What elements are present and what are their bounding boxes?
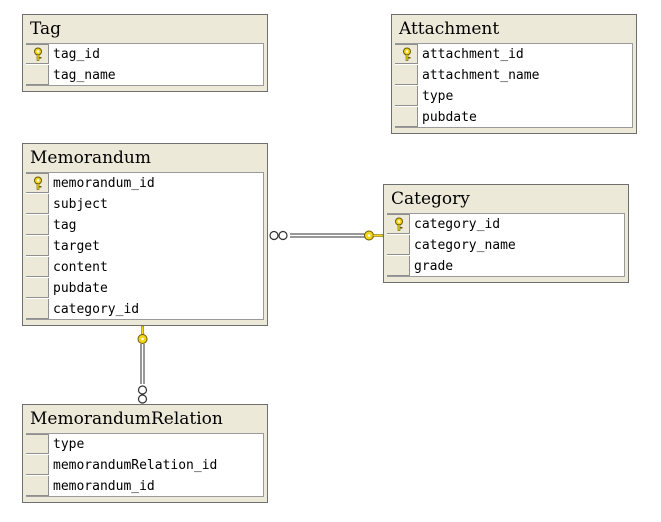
row-selector[interactable] — [395, 86, 418, 106]
primary-key-icon — [34, 176, 42, 190]
column-list: memorandum_id subject tag target content… — [26, 172, 264, 320]
column-list: attachment_id attachment_name type pubda… — [395, 43, 633, 128]
column-row[interactable]: tag_id — [26, 44, 263, 65]
one-end-key-icon — [364, 230, 384, 241]
column-row[interactable]: memorandum_id — [26, 173, 263, 194]
table-attachment[interactable]: Attachment attachment_id attachment_name… — [391, 14, 637, 134]
column-name: attachment_name — [422, 68, 540, 83]
column-row[interactable]: subject — [26, 194, 263, 215]
column-name: grade — [414, 259, 454, 274]
column-row[interactable]: memorandum_id — [26, 476, 263, 497]
column-row[interactable]: category_id — [387, 214, 624, 235]
column-name: type — [422, 89, 454, 104]
many-end-infinity-icon — [137, 385, 148, 404]
table-title: Memorandum — [30, 148, 151, 168]
table-category[interactable]: Category category_id category_name grade — [383, 184, 629, 283]
table-title: MemorandumRelation — [30, 409, 223, 429]
row-selector[interactable] — [26, 476, 49, 496]
column-row[interactable]: grade — [387, 256, 624, 277]
column-list: type memorandumRelation_id memorandum_id — [26, 433, 264, 497]
row-selector[interactable] — [26, 194, 49, 214]
row-selector[interactable] — [395, 107, 418, 127]
row-selector[interactable] — [26, 236, 49, 256]
column-row[interactable]: attachment_name — [395, 65, 632, 86]
column-name: type — [53, 437, 85, 452]
column-name: pubdate — [53, 281, 108, 296]
one-end-key-icon — [137, 325, 148, 344]
row-selector[interactable] — [395, 65, 418, 85]
column-name: tag_name — [53, 68, 116, 83]
table-memorandum[interactable]: Memorandum memorandum_id subject tag tar… — [22, 143, 268, 326]
column-name: content — [53, 260, 108, 275]
primary-key-icon — [395, 217, 403, 231]
column-name: memorandumRelation_id — [53, 458, 218, 473]
row-selector[interactable] — [26, 278, 49, 298]
row-selector[interactable] — [26, 215, 49, 235]
row-selector[interactable] — [26, 299, 49, 319]
column-name: category_id — [53, 302, 140, 317]
column-row[interactable]: target — [26, 236, 263, 257]
row-selector[interactable] — [26, 455, 49, 475]
row-selector[interactable] — [387, 256, 410, 276]
table-title: Tag — [30, 19, 62, 39]
column-row[interactable]: pubdate — [395, 107, 632, 128]
column-name: pubdate — [422, 110, 477, 125]
row-selector[interactable] — [26, 257, 49, 277]
table-memorandum-relation[interactable]: MemorandumRelation type memorandumRelati… — [22, 404, 268, 503]
column-row[interactable]: category_name — [387, 235, 624, 256]
column-row[interactable]: pubdate — [26, 278, 263, 299]
table-title: Category — [391, 189, 470, 209]
relationship-memorandumrelation-memorandum[interactable] — [140, 344, 145, 384]
column-name: tag — [53, 218, 77, 233]
column-name: memorandum_id — [53, 176, 155, 191]
column-name: category_id — [414, 217, 501, 232]
column-name: memorandum_id — [53, 479, 155, 494]
column-list: tag_id tag_name — [26, 43, 264, 86]
column-name: attachment_id — [422, 47, 524, 62]
column-name: subject — [53, 197, 108, 212]
primary-key-icon — [34, 47, 42, 61]
row-selector[interactable] — [387, 235, 410, 255]
column-list: category_id category_name grade — [387, 213, 625, 277]
column-row[interactable]: type — [395, 86, 632, 107]
column-name: target — [53, 239, 100, 254]
table-title: Attachment — [399, 19, 500, 39]
column-row[interactable]: type — [26, 434, 263, 455]
column-row[interactable]: tag — [26, 215, 263, 236]
column-row[interactable]: attachment_id — [395, 44, 632, 65]
row-selector[interactable] — [26, 434, 49, 454]
column-name: category_name — [414, 238, 516, 253]
primary-key-icon — [403, 47, 411, 61]
column-row[interactable]: tag_name — [26, 65, 263, 86]
many-end-infinity-icon — [269, 230, 288, 241]
relationship-memorandum-category[interactable] — [290, 233, 366, 238]
column-row[interactable]: content — [26, 257, 263, 278]
column-name: tag_id — [53, 47, 100, 62]
column-row[interactable]: category_id — [26, 299, 263, 320]
row-selector[interactable] — [26, 65, 49, 85]
column-row[interactable]: memorandumRelation_id — [26, 455, 263, 476]
table-tag[interactable]: Tag tag_id tag_name — [22, 14, 268, 92]
